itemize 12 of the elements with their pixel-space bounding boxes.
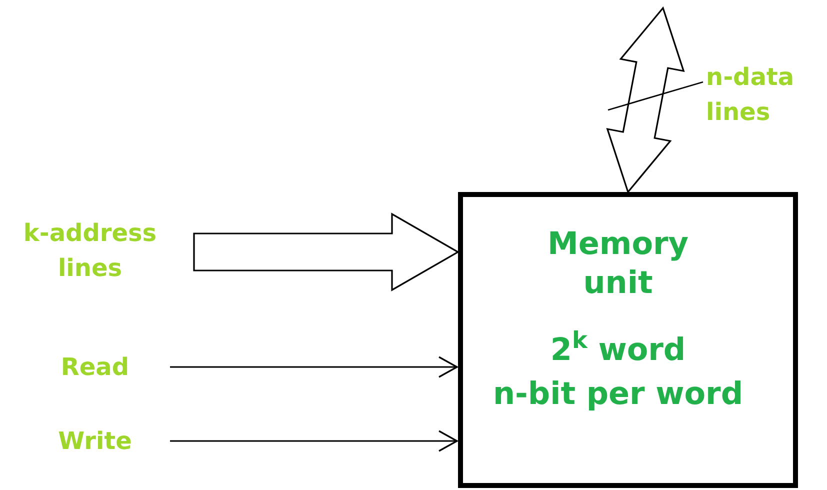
unit-text: 2$^{k}$ word: [550, 330, 686, 370]
signal-label: Write: [40, 424, 150, 459]
bus-arrow: [193, 212, 460, 292]
arrow: [170, 430, 458, 452]
signal-label: Read: [40, 350, 150, 385]
bus-label: n-data lines: [706, 62, 796, 128]
arrow: [170, 356, 458, 378]
signal-label: k-address lines: [6, 216, 174, 286]
unit-text: Memory unit: [546, 225, 690, 302]
unit-text: n-bit per word: [492, 375, 744, 414]
memory-unit-box: [458, 192, 798, 488]
bidirectional-bus-arrow: [606, 6, 685, 194]
